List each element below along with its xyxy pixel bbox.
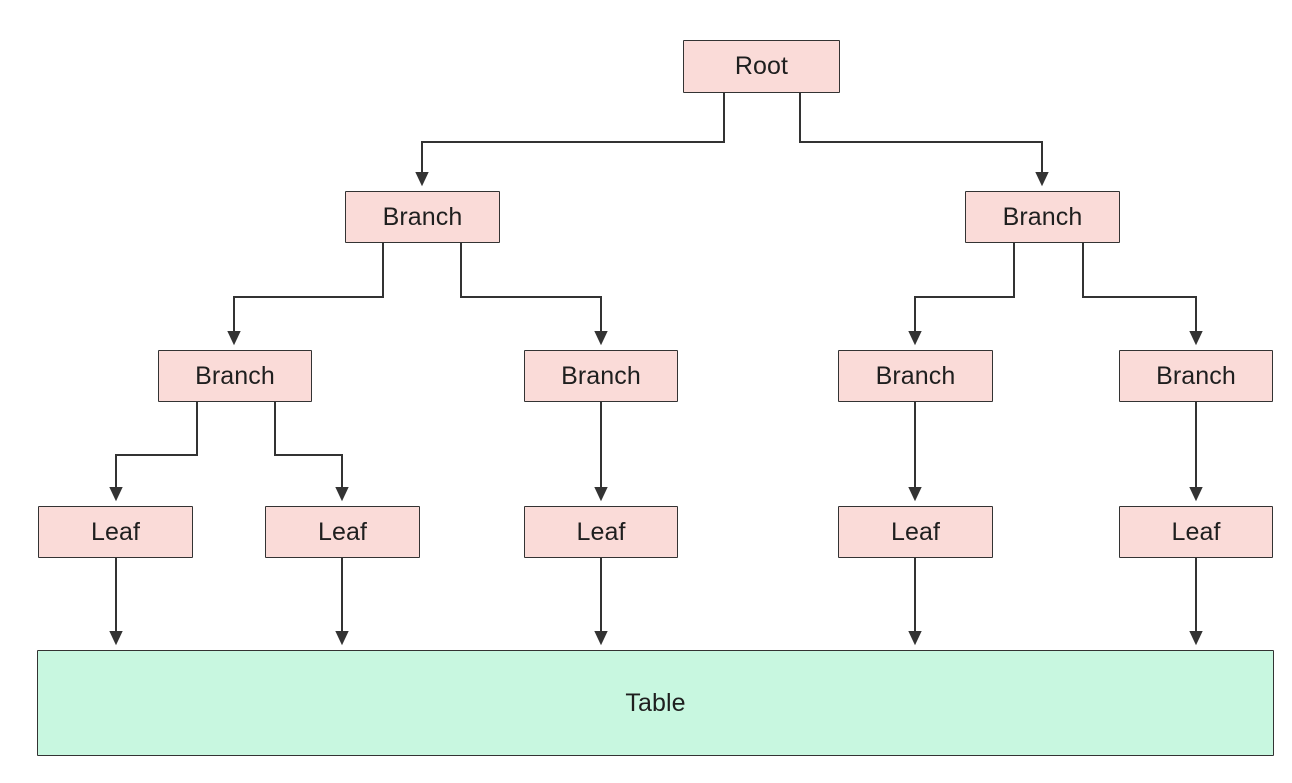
node-label-b2a: Branch bbox=[875, 361, 956, 390]
node-leaf3[interactable]: Leaf bbox=[524, 506, 678, 558]
edge-root-to-b1 bbox=[415, 93, 725, 187]
node-root[interactable]: Root bbox=[683, 40, 840, 93]
node-b1[interactable]: Branch bbox=[345, 191, 500, 243]
edge-b1a-to-leaf2 bbox=[274, 402, 349, 502]
edge-b1-to-b1b bbox=[460, 243, 608, 346]
node-b2[interactable]: Branch bbox=[965, 191, 1120, 243]
node-label-b1b: Branch bbox=[561, 361, 641, 390]
edge-group bbox=[109, 93, 1203, 646]
node-label-table: Table bbox=[625, 688, 686, 717]
node-table[interactable]: Table bbox=[37, 650, 1274, 756]
node-b1a[interactable]: Branch bbox=[158, 350, 312, 402]
node-leaf2[interactable]: Leaf bbox=[265, 506, 420, 558]
node-label-leaf2: Leaf bbox=[317, 517, 368, 546]
edge-b2-to-b2a bbox=[908, 243, 1015, 346]
node-label-leaf3: Leaf bbox=[576, 517, 626, 546]
node-leaf4[interactable]: Leaf bbox=[838, 506, 993, 558]
node-label-b1: Branch bbox=[382, 202, 463, 231]
node-label-b2: Branch bbox=[1002, 202, 1083, 231]
node-leaf5[interactable]: Leaf bbox=[1119, 506, 1273, 558]
node-leaf1[interactable]: Leaf bbox=[38, 506, 193, 558]
edge-root-to-b2 bbox=[799, 93, 1049, 187]
node-label-b1a: Branch bbox=[195, 361, 275, 390]
node-label-leaf5: Leaf bbox=[1171, 517, 1221, 546]
edge-b1a-to-leaf1 bbox=[109, 402, 198, 502]
node-label-b2b: Branch bbox=[1156, 361, 1236, 390]
edge-b1-to-b1a bbox=[227, 243, 384, 346]
node-label-leaf1: Leaf bbox=[90, 517, 141, 546]
node-label-root: Root bbox=[734, 52, 789, 80]
node-b2a[interactable]: Branch bbox=[838, 350, 993, 402]
node-b2b[interactable]: Branch bbox=[1119, 350, 1273, 402]
node-label-leaf4: Leaf bbox=[890, 517, 941, 546]
edge-b2-to-b2b bbox=[1082, 243, 1203, 346]
node-b1b[interactable]: Branch bbox=[524, 350, 678, 402]
